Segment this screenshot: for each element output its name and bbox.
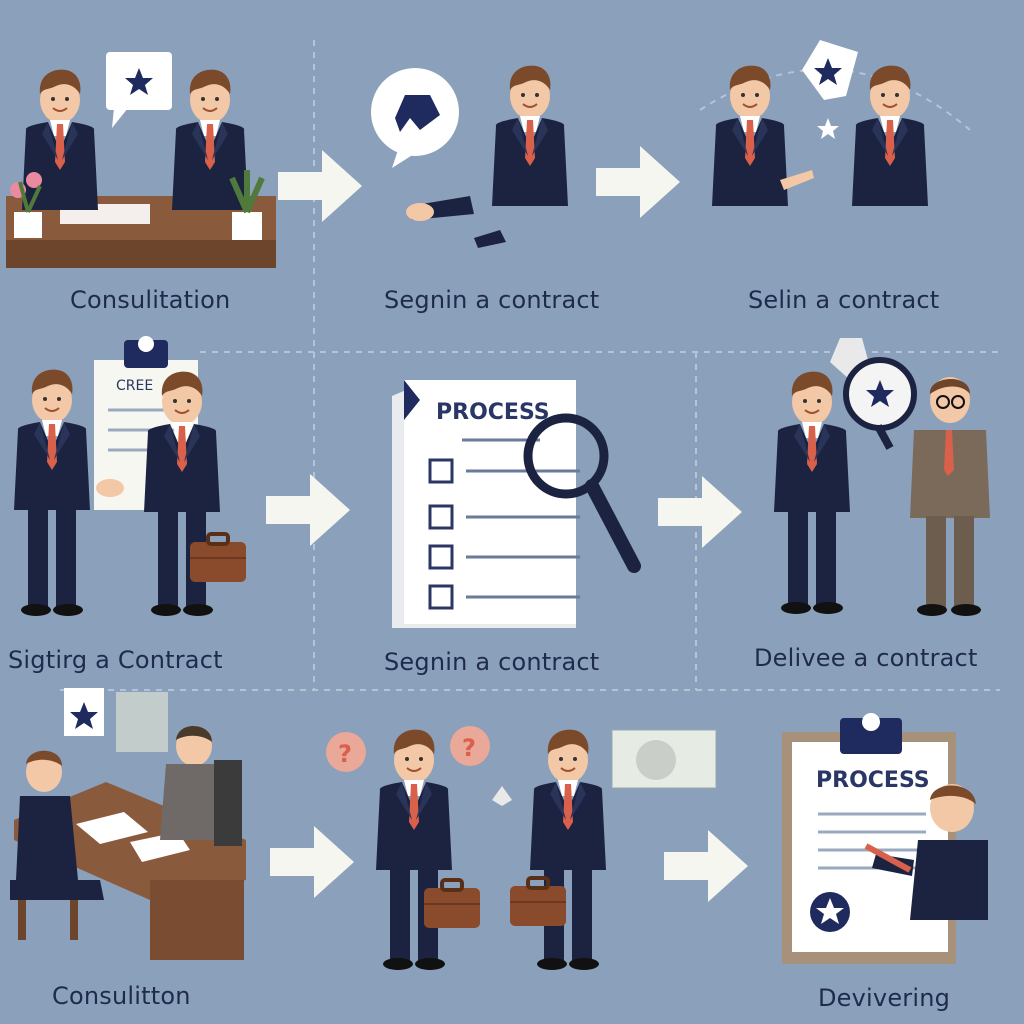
step-label-signing: Segnin a contract [384, 286, 600, 314]
arrow-right-icon [596, 146, 680, 218]
panel-signing-contract-2: CREE [13, 336, 248, 616]
arrow-right-icon [664, 830, 748, 902]
arrow-right-icon [658, 476, 742, 548]
panel-selling-contract [711, 40, 929, 208]
process-document-title: PROCESS [816, 768, 930, 793]
panel-delivering-contract [773, 338, 990, 616]
arrow-right-icon [266, 474, 350, 546]
panel-process-checklist [392, 380, 641, 628]
step-label-delivering-contract: Delivee a contract [754, 644, 978, 672]
svg-text:?: ? [338, 740, 352, 768]
svg-text:?: ? [462, 734, 476, 762]
panel-delivering-document [782, 713, 988, 964]
arrow-right-icon [270, 826, 354, 898]
panel-consultation-desk [6, 52, 276, 268]
panel-question-briefcases: ? ? [326, 726, 717, 970]
panel-signing-contract-1 [371, 64, 569, 248]
document-sheet-text: CREE [116, 378, 153, 394]
step-label-selling: Selin a contract [748, 286, 940, 314]
step-label-consultation: Consulitation [70, 286, 231, 314]
step-label-consultation-2: Consulitton [52, 982, 191, 1010]
step-label-signing-2: Segnin a contract [384, 648, 600, 676]
step-label-signing-contract: Sigtirg a Contract [8, 646, 223, 674]
arrow-right-icon [278, 150, 362, 222]
panel-consultation-office [10, 688, 246, 960]
process-document-title: PROCESS [436, 400, 550, 425]
step-label-delivering: Devivering [818, 984, 951, 1012]
